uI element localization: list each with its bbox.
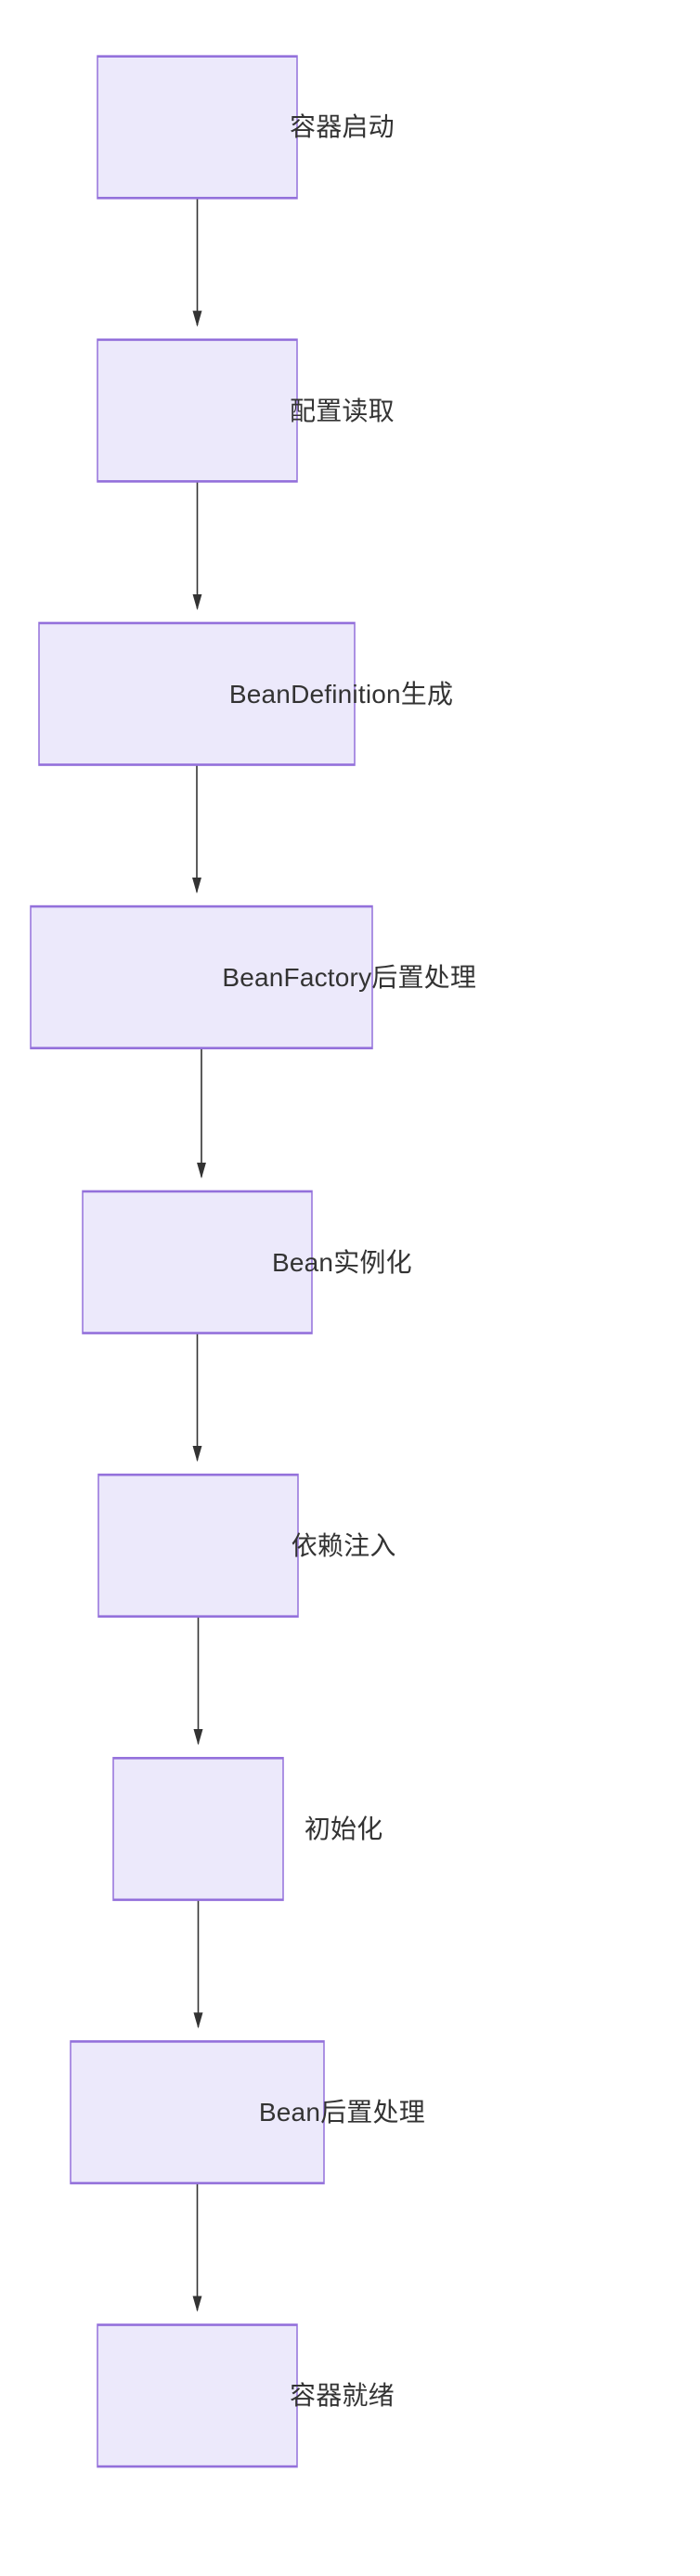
- flow-node-n4[interactable]: [30, 904, 373, 1049]
- flow-node-n7[interactable]: [112, 1756, 284, 1902]
- flow-node-n5[interactable]: [82, 1190, 313, 1334]
- edge-layer: [192, 198, 206, 2312]
- flow-node-n8[interactable]: [70, 2040, 325, 2185]
- flow-node-n1[interactable]: [97, 55, 298, 200]
- flow-node-n6[interactable]: [97, 1473, 299, 1618]
- node-layer: [30, 55, 373, 2468]
- flow-node-n3[interactable]: [38, 621, 356, 766]
- flow-node-n9[interactable]: [97, 2323, 298, 2468]
- flow-node-n2[interactable]: [97, 338, 298, 483]
